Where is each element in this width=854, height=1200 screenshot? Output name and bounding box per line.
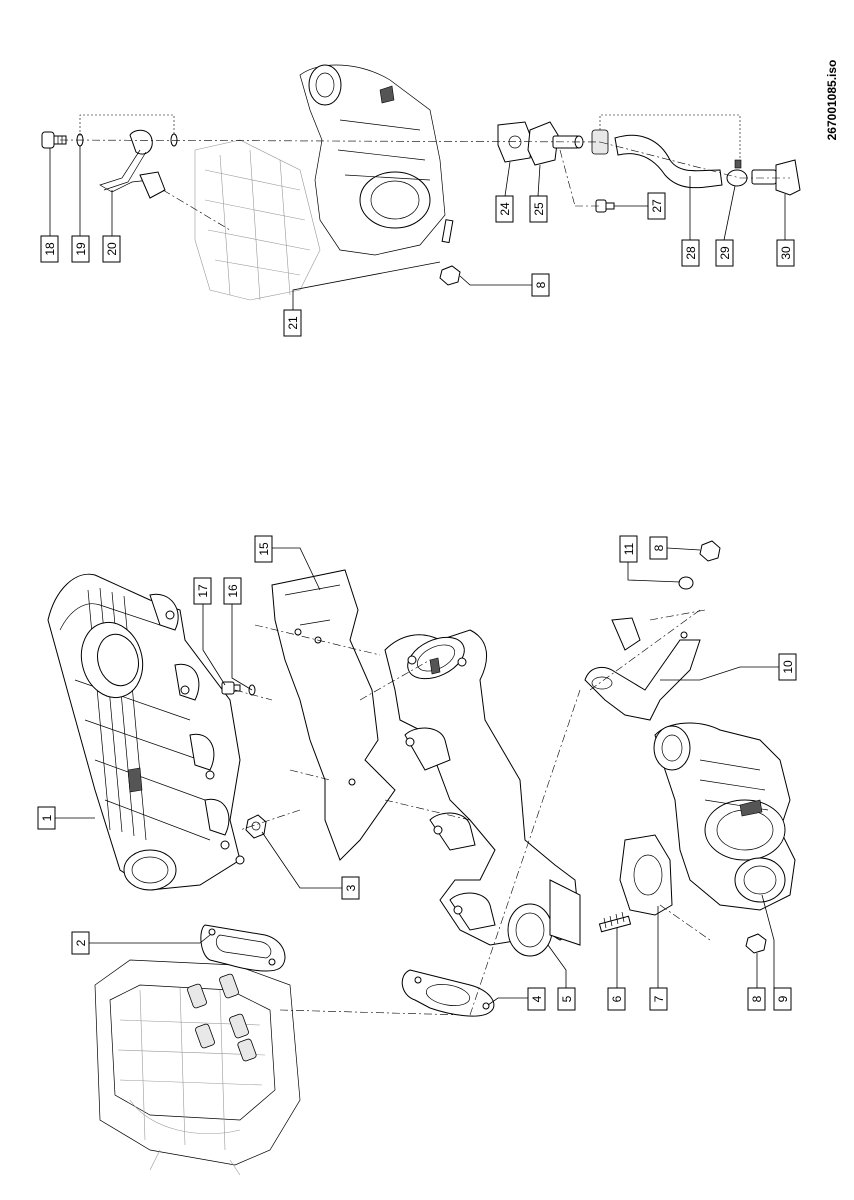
drain-hose-illustration xyxy=(591,129,723,189)
hose-clamp-illustration xyxy=(726,159,748,187)
callout-leader-lines xyxy=(49,146,786,1006)
turbo-gasket-illustration xyxy=(619,834,673,916)
callout-label: 10 xyxy=(781,660,795,674)
callout-30: 30 xyxy=(776,239,795,267)
callout-label: 1 xyxy=(40,814,54,821)
drain-gasket-illustration xyxy=(497,121,533,163)
callout-24: 24 xyxy=(495,195,514,223)
screw-washer-illustration xyxy=(221,681,256,696)
oil-feed-pipe-illustration xyxy=(99,129,166,199)
callout-16: 16 xyxy=(223,577,242,605)
upper-assembly-axis-lines xyxy=(59,114,790,231)
turbocharger-illustration xyxy=(653,722,796,911)
callout-4: 4 xyxy=(527,987,546,1011)
drawing-reference: 267001085.iso xyxy=(825,60,839,141)
callout-1: 1 xyxy=(37,806,56,830)
callout-label: 9 xyxy=(776,995,790,1002)
bracket-illustration xyxy=(584,617,701,721)
callout-20: 20 xyxy=(102,235,121,263)
callout-label: 27 xyxy=(650,199,664,213)
callout-label: 28 xyxy=(684,246,698,260)
callout-label: 15 xyxy=(257,542,271,556)
callout-label: 16 xyxy=(226,584,240,598)
callout-label: 25 xyxy=(532,202,546,216)
callout-11: 11 xyxy=(619,535,638,563)
callout-label: 29 xyxy=(718,246,732,260)
callout-17: 17 xyxy=(193,577,212,605)
intake-manifold-illustration xyxy=(47,573,245,891)
turbo-nut-illustration xyxy=(745,933,767,954)
callout-29: 29 xyxy=(715,239,734,267)
engine-block-illustration xyxy=(94,959,466,1176)
drain-adapter-illustration xyxy=(751,159,801,196)
callout-9: 9 xyxy=(773,987,792,1011)
callout-25: 25 xyxy=(529,195,548,223)
callout-label: 11 xyxy=(622,542,636,555)
callout-label: 8 xyxy=(750,995,764,1002)
callout-label: 21 xyxy=(286,316,300,330)
assembly-axis-lines xyxy=(234,609,711,1016)
callout-28: 28 xyxy=(681,239,700,267)
exhaust-manifold-illustration xyxy=(359,629,581,957)
callout-label: 17 xyxy=(196,584,210,598)
callout-label: 18 xyxy=(43,242,57,256)
callout-label: 30 xyxy=(779,246,793,260)
callout-label: 2 xyxy=(74,939,88,946)
callout-label: 24 xyxy=(498,202,512,216)
callout-label: 20 xyxy=(105,242,119,256)
exhaust-gasket-illustration xyxy=(401,969,495,1017)
stud-illustration xyxy=(598,911,632,933)
callout-label: 3 xyxy=(344,884,358,891)
callout-label: 8 xyxy=(534,281,548,288)
callout-label: 5 xyxy=(560,995,574,1002)
intake-gasket-illustration xyxy=(200,924,286,972)
turbo-stud-illustration xyxy=(439,219,461,286)
callout-label: 7 xyxy=(652,995,666,1002)
callout-8-stud-nut: 8 xyxy=(531,273,550,297)
callout-2: 2 xyxy=(71,931,90,955)
callout-label: 4 xyxy=(530,995,544,1002)
callout-3: 3 xyxy=(341,876,360,900)
callout-7: 7 xyxy=(649,987,668,1011)
callout-27: 27 xyxy=(647,192,666,220)
callout-8-bracket-nut: 8 xyxy=(649,536,668,560)
nut-illustration xyxy=(245,814,267,839)
callout-8-turbo-nut: 8 xyxy=(747,987,766,1011)
drain-flange-illustration xyxy=(527,121,584,166)
engine-ghost-illustration xyxy=(194,139,321,301)
callout-18: 18 xyxy=(40,235,59,263)
callout-10: 10 xyxy=(778,653,797,681)
callouts: 1 2 3 4 5 6 7 8 9 10 11 8 15 16 17 18 19… xyxy=(37,192,797,1011)
callout-6: 6 xyxy=(607,987,626,1011)
callout-19: 19 xyxy=(71,235,90,263)
callout-15: 15 xyxy=(254,535,273,563)
callout-label: 8 xyxy=(652,544,666,551)
callout-5: 5 xyxy=(557,987,576,1011)
heat-shield-illustration xyxy=(271,569,396,861)
turbocharger-ghost-illustration xyxy=(299,64,446,256)
callout-label: 19 xyxy=(74,242,88,256)
callout-label: 6 xyxy=(610,995,624,1002)
sleeve-nut-illustration xyxy=(678,540,721,590)
callout-21: 21 xyxy=(283,309,302,337)
